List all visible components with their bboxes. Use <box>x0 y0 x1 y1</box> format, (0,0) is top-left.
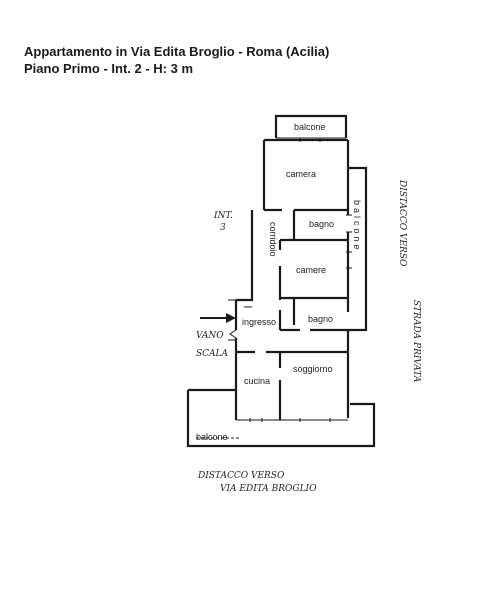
plan-title: Appartamento in Via Edita Broglio - Roma… <box>24 44 330 59</box>
room-balcone-side: balcone <box>352 200 362 253</box>
interior-walls <box>236 208 348 420</box>
plan-subtitle: Piano Primo - Int. 2 - H: 3 m <box>24 61 194 76</box>
entrance-arrow-icon <box>200 313 236 323</box>
balcone-bottom-outline <box>186 388 376 448</box>
balcone-side-outline <box>346 166 368 332</box>
room-balcone-top: balcone <box>294 122 326 132</box>
note-int-b: 3 <box>220 223 226 233</box>
room-corridoio: corridoio <box>268 222 278 257</box>
note-int-a: INT. <box>213 211 233 221</box>
room-bagno-1: bagno <box>309 219 334 229</box>
balcone-top-outline <box>274 114 348 139</box>
room-cucina: cucina <box>244 376 270 386</box>
room-camera-mid: camere <box>296 265 326 275</box>
note-distacco-1: DISTACCO VERSO <box>197 471 285 481</box>
room-balcone-bottom: balcone <box>196 432 228 442</box>
window-marks <box>249 138 331 422</box>
room-bagno-2: bagno <box>308 314 333 324</box>
note-distacco-2: VIA EDITA BROGLIO <box>220 484 317 494</box>
room-camera-top: camera <box>286 169 316 179</box>
note-strada-1: DISTACCO VERSO <box>397 179 407 267</box>
note-strada-2: STRADA PRIVATA <box>411 300 421 383</box>
note-vano: VANO <box>196 331 224 341</box>
note-scala: SCALA <box>196 349 229 359</box>
room-soggiorno: soggiorno <box>293 364 333 374</box>
room-ingresso: ingresso <box>242 317 276 327</box>
outer-walls <box>234 138 350 420</box>
stair-landing <box>228 296 253 341</box>
